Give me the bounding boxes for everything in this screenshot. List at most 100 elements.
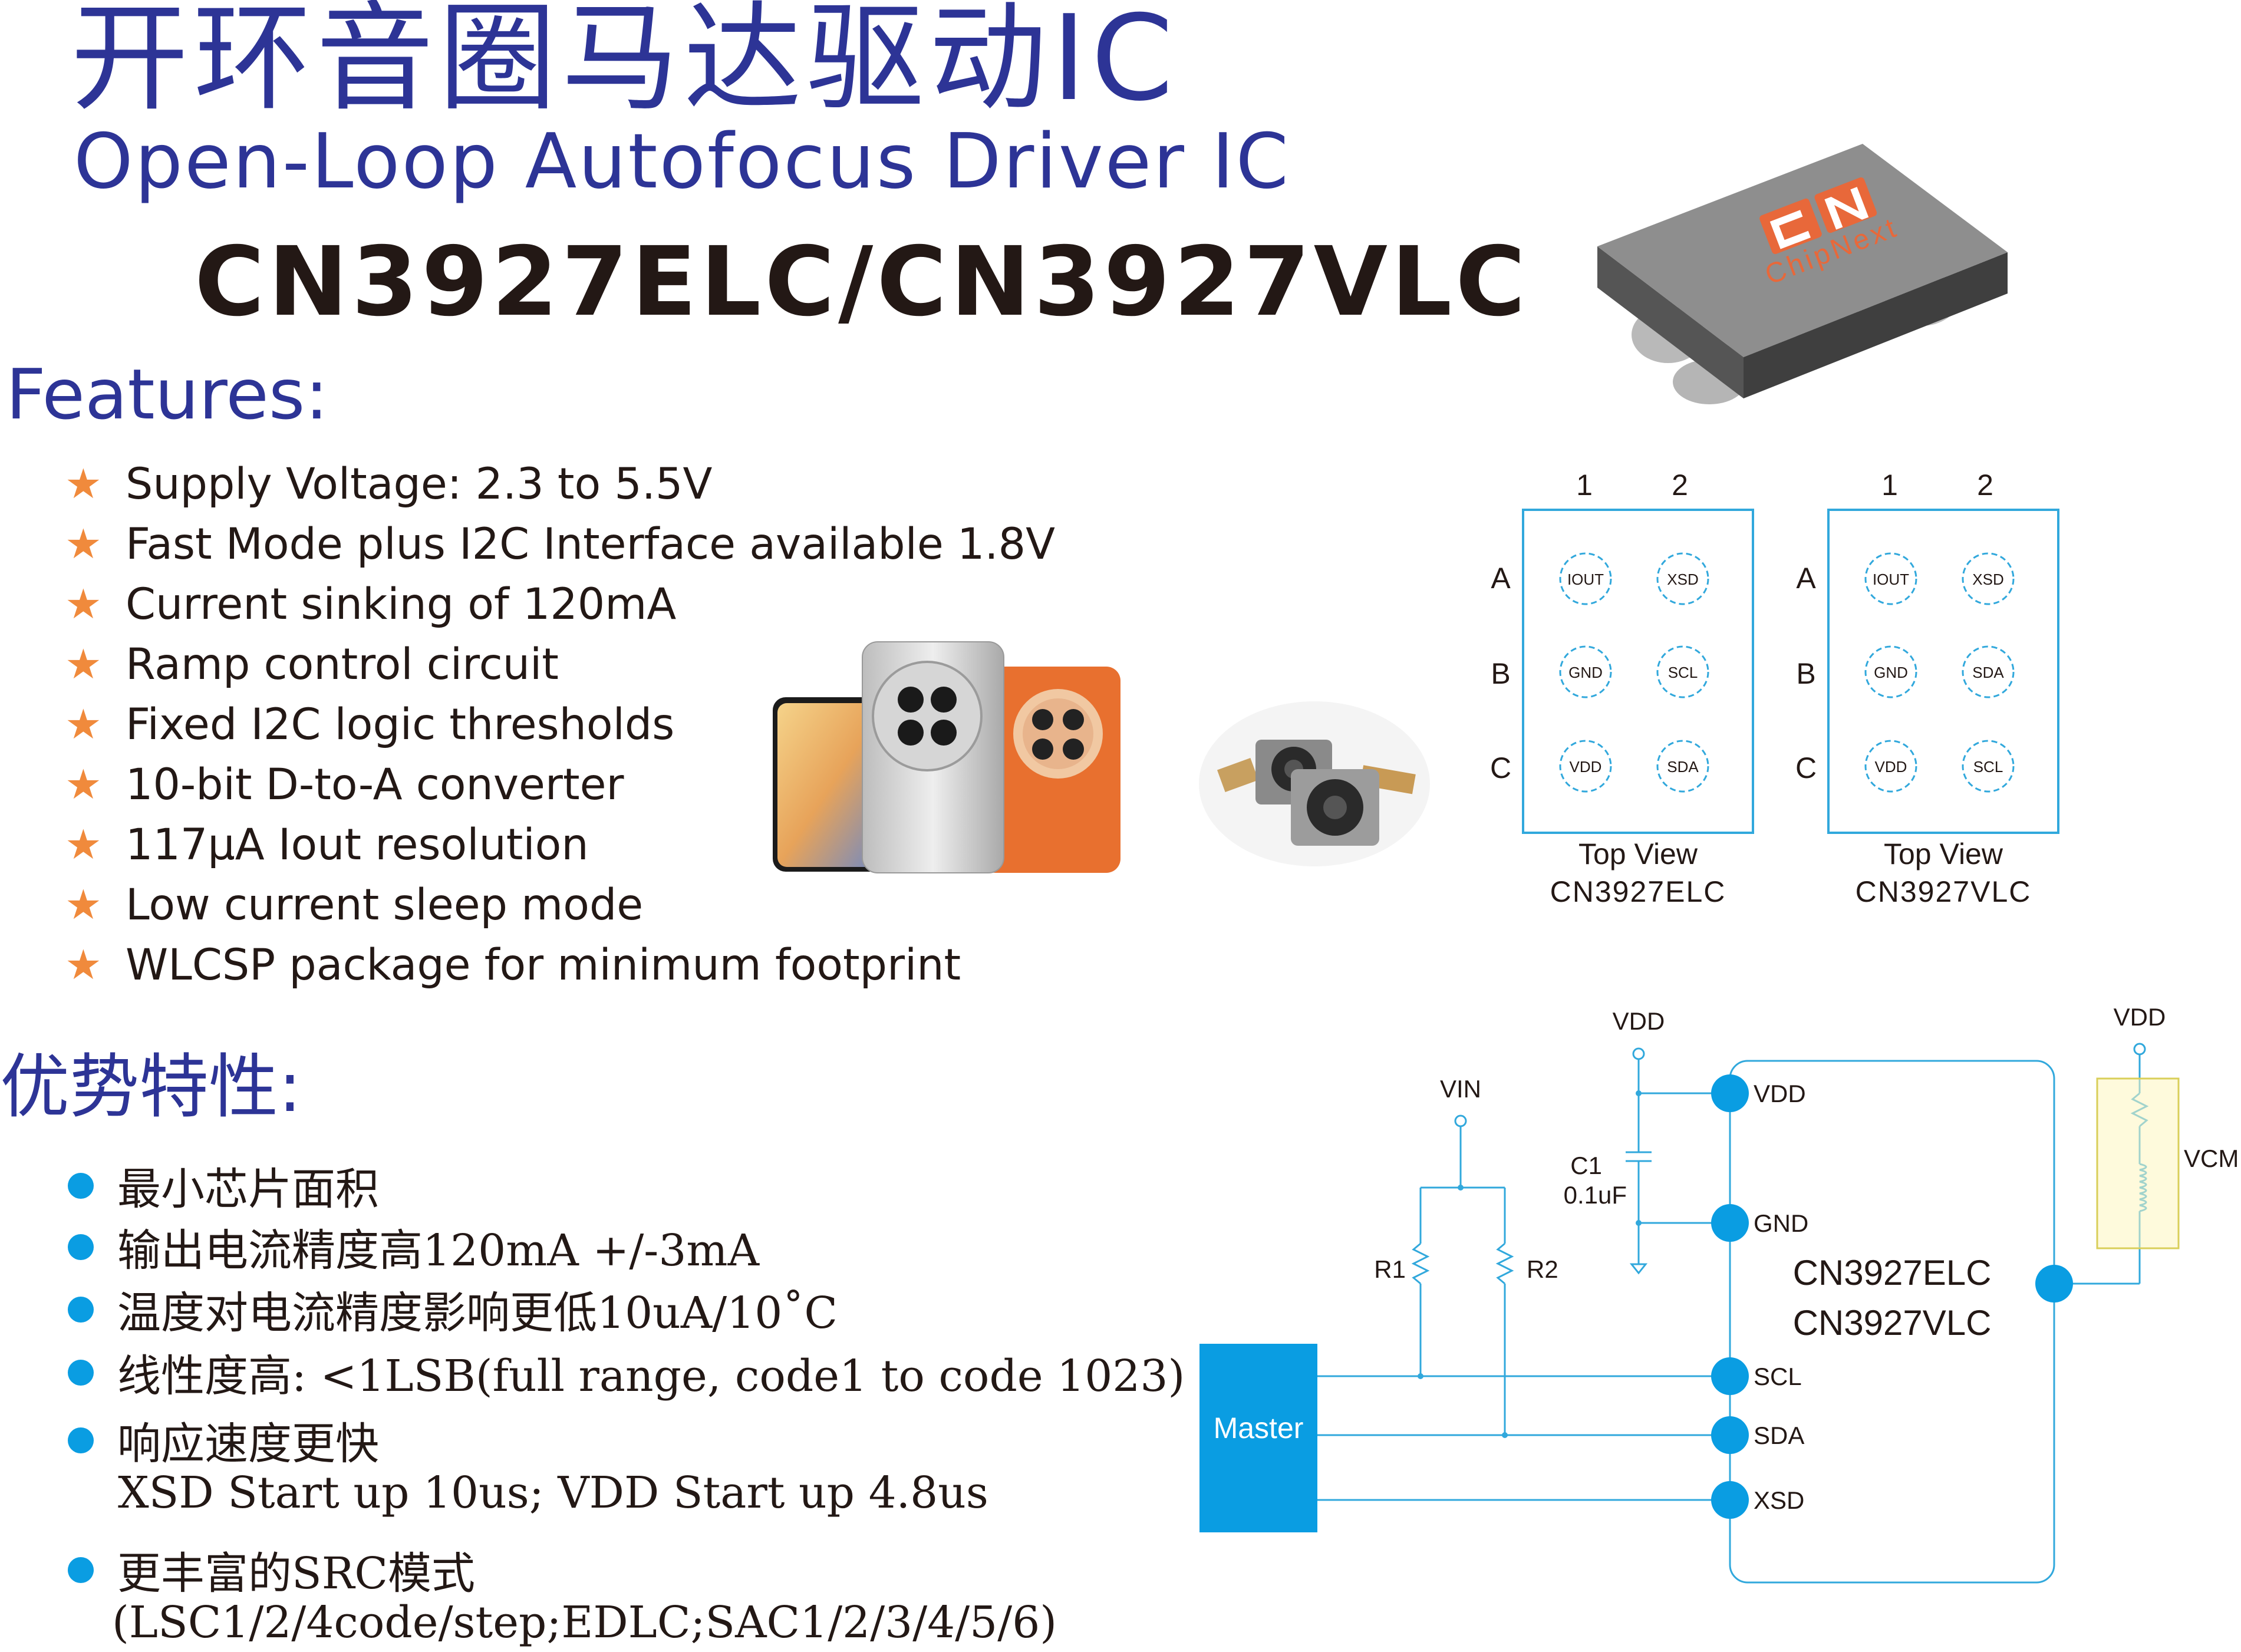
star-icon: ★ [65, 700, 102, 748]
feature-item: ★Fast Mode plus I2C Interface available … [65, 519, 1056, 569]
iout-pin-dot [2035, 1265, 2073, 1303]
chip-illustration: ChipNext [1597, 144, 2008, 404]
bullet-icon [68, 1172, 94, 1199]
chip-side-right [1744, 252, 2008, 398]
ic-pin-dot [1711, 1416, 1749, 1454]
ic-pin-dot [1711, 1074, 1749, 1112]
camera-module [872, 661, 983, 771]
c1-value: 0.1uF [1564, 1181, 1627, 1209]
pin-ball [1559, 645, 1612, 698]
advantages-heading: 优势特性: [0, 1046, 302, 1127]
lens-icon [931, 687, 957, 713]
vcm-label: VCM [2184, 1145, 2239, 1172]
flex-cable [1217, 757, 1259, 793]
row-label: A [1796, 562, 1816, 595]
phone-screen [777, 703, 886, 867]
advantage-sub: (LSC1/2/4code/step;EDLC;SAC1/2/3/4/5/6) [112, 1597, 1057, 1648]
star-icon: ★ [65, 941, 102, 989]
star-icon: ★ [65, 520, 102, 568]
star-icon: ★ [65, 760, 102, 809]
package-part: CN3927VLC [1856, 875, 2032, 908]
pin-label: SCL [1668, 664, 1698, 681]
lens-icon [1032, 738, 1053, 760]
row-label: B [1796, 657, 1815, 690]
pin-label: GND [1568, 664, 1603, 681]
pin-ball [1864, 552, 1917, 605]
feature-item: ★Low current sleep mode [65, 879, 644, 930]
package-outline [1522, 509, 1754, 834]
pin-label: SCL [1973, 758, 2003, 776]
star-icon: ★ [65, 881, 102, 929]
pin-ball [1962, 740, 2015, 793]
chip-side-left [1597, 246, 1744, 398]
pin-label: SDA [1667, 758, 1699, 776]
row-label: C [1490, 751, 1511, 784]
pin-ball [1962, 552, 2015, 605]
pinout-vlc: 1 2 A B C IOUT XSD GND SDA VDD SCL Top V… [1795, 469, 2059, 908]
c1-label: C1 [1570, 1152, 1602, 1179]
vcm-box [2096, 1077, 2180, 1249]
bullet-icon [68, 1296, 94, 1323]
ic-pin-dot [1711, 1481, 1749, 1519]
ic-pin-label: XSD [1754, 1486, 1804, 1514]
pin-label: VDD [1570, 758, 1602, 776]
pin-ball [1656, 552, 1709, 605]
part-number: CN3927ELC/CN3927VLC [195, 227, 1530, 338]
r2-label: R2 [1527, 1255, 1558, 1283]
application-schematic: Master VDD VIN C1 0.1uF R1 R2 VDD GND SC… [1199, 1003, 2239, 1584]
chip-top-face [1597, 144, 2008, 357]
star-icon: ★ [65, 460, 102, 508]
feature-item: ★Supply Voltage: 2.3 to 5.5V [65, 459, 713, 509]
features-heading: Features: [6, 354, 329, 435]
advantage-item: 输出电流精度高120mA +/-3mA [68, 1215, 759, 1278]
col-label: 1 [1881, 469, 1898, 502]
col-label: 2 [1672, 469, 1688, 502]
view-label: Top View [1884, 837, 2003, 870]
view-label: Top View [1578, 837, 1698, 870]
lens-icon [1063, 738, 1084, 760]
package-part: CN3927ELC [1550, 875, 1726, 908]
lens-icon [1032, 709, 1053, 730]
ic-pin-label: SDA [1754, 1422, 1804, 1449]
r1-label: R1 [1374, 1255, 1406, 1283]
pin-ball [1559, 740, 1612, 793]
chipnext-logo: ChipNext [1759, 177, 1903, 291]
feature-item: ★117μA Iout resolution [65, 819, 589, 870]
camera-module-photo [1199, 701, 1430, 866]
pin-label: SDA [1972, 664, 2004, 681]
pin-label: XSD [1972, 571, 2003, 588]
bullet-icon [68, 1359, 94, 1386]
pin-label: IOUT [1873, 571, 1909, 588]
advantage-item: 温度对电流精度影响更低10uA/10˚C [68, 1278, 838, 1341]
ground-icon [1629, 1263, 1648, 1275]
row-label: C [1795, 751, 1817, 784]
bullet-icon [68, 1557, 94, 1583]
ic-name: CN3927VLC [1793, 1303, 1992, 1343]
ic-pin-dot [1711, 1357, 1749, 1395]
ic-pin-label: VDD [1754, 1080, 1806, 1107]
star-icon: ★ [65, 640, 102, 688]
pin-ball [1864, 645, 1917, 698]
feature-item: ★Current sinking of 120mA [65, 579, 677, 629]
row-label: B [1491, 657, 1510, 690]
master-label: Master [1214, 1412, 1304, 1445]
ic-pin-label: SCL [1754, 1363, 1802, 1390]
page-title-en: Open-Loop Autofocus Driver IC [74, 118, 1290, 206]
bullet-icon [68, 1427, 94, 1453]
pin-label: GND [1874, 664, 1908, 681]
lens-icon [931, 720, 957, 746]
feature-item: ★Ramp control circuit [65, 639, 559, 690]
advantage-item: 更丰富的SRC模式 [68, 1538, 475, 1601]
pin-ball [1559, 552, 1612, 605]
master-block [1199, 1344, 1317, 1532]
vdd-right-label: VDD [2114, 1003, 2166, 1031]
ic-pin-dot [1711, 1204, 1749, 1242]
features-list: ★Supply Voltage: 2.3 to 5.5V ★Fast Mode … [65, 454, 1055, 995]
ic-outline [1729, 1060, 2055, 1584]
lens-icon [898, 687, 924, 713]
package-outline [1827, 509, 2059, 834]
row-label: A [1491, 562, 1511, 595]
col-label: 2 [1977, 469, 1993, 502]
advantage-item: 响应速度更快 [68, 1409, 379, 1472]
advantage-sub: XSD Start up 10us; VDD Start up 4.8us [118, 1468, 988, 1518]
